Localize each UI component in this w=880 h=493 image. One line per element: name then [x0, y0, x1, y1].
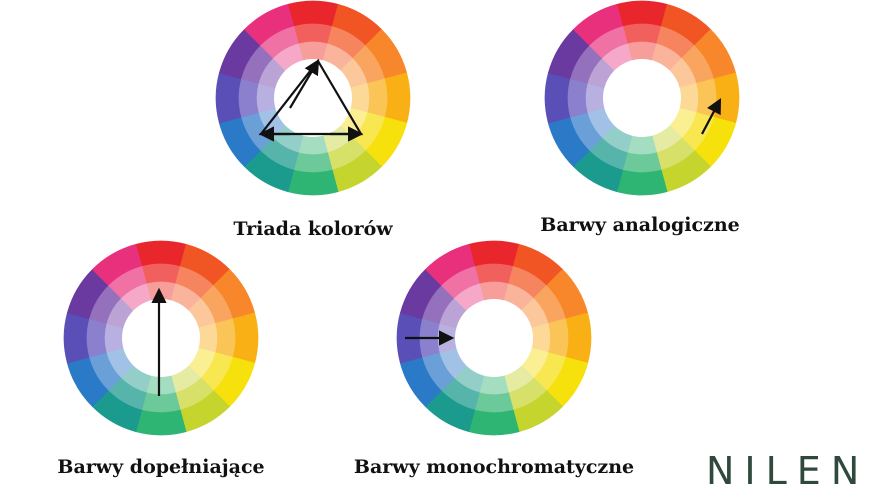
- wheel-segment: [293, 151, 333, 173]
- wheel-monochromatic: [396, 240, 592, 436]
- wheel-segment: [585, 83, 605, 113]
- label-complementary: Barwy dopełniające: [57, 456, 265, 478]
- wheel-segment: [384, 72, 411, 124]
- wheel-segment: [479, 375, 509, 395]
- wheel-segment: [146, 375, 176, 395]
- brand-logo: NILEN: [706, 449, 870, 493]
- label-triad: Triada kolorów: [233, 218, 393, 240]
- wheel-segment: [567, 78, 589, 118]
- wheel-segment: [298, 41, 328, 61]
- wheel-segment: [135, 240, 187, 267]
- wheel-segment: [135, 409, 187, 436]
- wheel-center: [455, 299, 533, 377]
- wheel-segment: [298, 135, 328, 155]
- wheel-segment: [238, 78, 260, 118]
- wheel-segment: [198, 323, 218, 353]
- wheel-segment: [104, 323, 124, 353]
- wheel-segment: [679, 83, 699, 113]
- wheel-segment: [479, 281, 509, 301]
- triad-triangle: [258, 59, 363, 136]
- color-wheels-diagram: [63, 0, 740, 436]
- wheel-center: [603, 59, 681, 137]
- wheel-segment: [141, 391, 181, 413]
- wheel-segment: [141, 263, 181, 285]
- wheel-segment: [287, 0, 339, 27]
- wheel-segment: [350, 83, 370, 113]
- wheel-analog: [544, 0, 740, 196]
- wheel-segment: [547, 318, 569, 358]
- wheel-segment: [146, 281, 176, 301]
- wheel-triad: [215, 0, 411, 196]
- wheel-segment: [713, 72, 740, 124]
- wheel-center: [274, 59, 352, 137]
- wheel-segment: [287, 169, 339, 196]
- wheel-segment: [627, 135, 657, 155]
- wheel-segment: [622, 151, 662, 173]
- wheel-segment: [531, 323, 551, 353]
- analog-arrow: [701, 97, 722, 135]
- wheel-segment: [616, 0, 668, 27]
- wheel-segment: [256, 83, 276, 113]
- wheel-segment: [293, 23, 333, 45]
- wheel-segment: [468, 240, 520, 267]
- wheel-segment: [232, 312, 259, 364]
- triad-arrow-top: [289, 59, 320, 109]
- wheel-segment: [366, 78, 388, 118]
- wheel-segment: [63, 312, 90, 364]
- label-monochromatic: Barwy monochromatyczne: [353, 456, 635, 478]
- wheel-segment: [214, 318, 236, 358]
- wheel-segment: [627, 41, 657, 61]
- wheel-segment: [474, 391, 514, 413]
- wheel-center: [122, 299, 200, 377]
- wheel-segment: [86, 318, 108, 358]
- wheel-segment: [565, 312, 592, 364]
- wheel-segment: [544, 72, 571, 124]
- wheel-segment: [474, 263, 514, 285]
- wheel-complementary: [63, 240, 259, 436]
- wheel-segment: [616, 169, 668, 196]
- label-analogous: Barwy analogiczne: [540, 214, 740, 236]
- wheel-segment: [215, 72, 242, 124]
- wheel-segment: [468, 409, 520, 436]
- wheel-segment: [622, 23, 662, 45]
